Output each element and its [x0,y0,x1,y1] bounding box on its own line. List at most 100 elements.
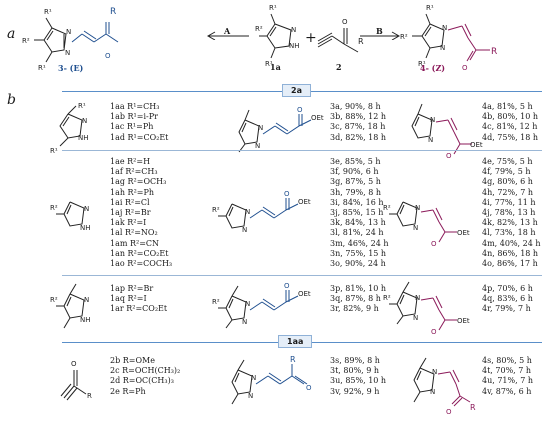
sec3-substrate-structure: R² N NH [50,283,91,329]
atom-o: O [431,240,437,248]
atom-n: N [430,116,435,124]
atom-oet: OEt [311,114,324,122]
z-yield-entry: 4h, 72%, 7 h [482,187,533,197]
substrate-entry: 2b R=OMe [110,356,155,365]
atom-r: R [470,403,476,412]
atom-n: N [245,300,250,308]
reagent-2-label: 2 [336,62,342,72]
atom-n: N [255,142,260,150]
left-product-label: 3- (E) [58,63,84,73]
atom-r: R [358,37,364,46]
e-yield-entry: 3e, 85%, 5 h [330,157,381,166]
sec4-substrates: 2b R=OMe 2c R=OCH(CH₃)₂ 2d R=OC(CH₃)₃ 2e… [110,356,180,397]
z-yield-entry: 4q, 83%, 6 h [482,294,533,304]
sec4-z-product-structure: N N O R [413,357,476,416]
e-yield-entry: 3h, 79%, 8 h [330,187,381,197]
atom-n: N [66,28,71,36]
atom-n: N [84,205,89,213]
atom-n: N [242,318,247,326]
atom-o: O [297,106,303,114]
z-yield-entry: 4i, 77%, 11 h [482,197,536,207]
atom-n: N [82,117,87,125]
z-yield-entry: 4t, 70%, 7 h [482,366,532,376]
e-yield-entry: 3a, 90%, 8 h [330,102,381,111]
e-yield-entry: 3n, 75%, 15 h [330,248,387,258]
atom-o: O [342,18,348,26]
substrate-entry: 1aq R²=I [110,294,147,304]
sec4-e-yields: 3s, 89%, 8 h 3t, 80%, 9 h 3u, 85%, 10 h … [330,356,386,397]
z-yield-entry: 4u, 71%, 7 h [482,376,533,386]
e-yield-entry: 3s, 89%, 8 h [330,356,380,365]
atom-n: N [258,124,263,132]
z-yield-entry: 4f, 79%, 5 h [482,167,531,177]
atom-nh: NH [80,316,91,324]
atom-oet: OEt [298,198,311,206]
atom-n: N [442,24,447,32]
z-yield-entry: 4d, 75%, 18 h [482,132,539,142]
sec2-e-product-structure: R² N N O OEt [212,190,311,234]
atom-n: N [251,374,256,382]
substrate-entry: 1ac R¹=Ph [110,122,154,132]
atom-r2: R² [50,296,58,304]
substrate-entry: 1am R²=CN [110,238,160,248]
sec1-substrate-structure: R¹ N NH R¹ [50,102,89,155]
e-yield-entry: 3i, 84%, 16 h [330,197,384,207]
substrate-entry: 2c R=OCH(CH₃)₂ [110,366,181,376]
e-yield-entry: 3v, 92%, 9 h [330,386,380,396]
substrate-entry: 2e R=Ph [110,386,146,396]
sec1-e-yields: 3a, 90%, 8 h 3b, 88%, 12 h 3c, 87%, 18 h… [330,102,386,143]
atom-r2: R² [383,294,391,302]
substrate-entry: 1ak R²=I [110,218,147,228]
scheme-a-right-product: R¹ R² R¹ N N O R [400,4,497,72]
e-yield-entry: 3q, 87%, 8 h [330,294,381,304]
e-yield-entry: 3k, 84%, 13 h [330,218,386,228]
atom-r2: R² [50,204,58,212]
sec4-substrate-structure: O R [60,360,92,401]
substrate-entry: 1ar R²=CO₂Et [110,304,168,314]
sec1-e-product-structure: N N O OEt [238,106,324,153]
e-yield-entry: 3d, 82%, 18 h [330,132,387,142]
z-yield-entry: 4e, 75%, 5 h [482,157,533,166]
e-yield-entry: 3j, 85%, 15 h [330,208,384,218]
z-yield-entry: 4c, 81%, 12 h [482,122,538,132]
scheme-a-left-product: R¹ R² R¹ N N O R [22,7,119,72]
e-yield-entry: 3t, 80%, 9 h [330,366,380,376]
atom-r: R [491,47,497,57]
atom-n: N [248,392,253,400]
atom-oet: OEt [470,141,483,149]
atom-r2: R² [255,25,263,33]
e-yield-entry: 3u, 85%, 10 h [330,376,387,386]
atom-r: R [290,355,296,364]
sec1-z-product-structure: N N O OEt [411,103,483,158]
atom-oet: OEt [298,290,311,298]
arrow-left-label: A [224,26,231,36]
atom-n: N [413,314,418,322]
reagent-2: O R [317,18,364,53]
tag-2a: 2a [282,84,311,97]
atom-r1: R¹ [269,4,277,12]
e-yield-entry: 3r, 82%, 9 h [330,304,379,314]
atom-o: O [462,64,468,72]
sec2-substrates: 1ae R²=H 1af R²=CH₃ 1ag R²=OCH₃ 1ah R²=P… [110,157,172,269]
plus-sign: + [305,30,317,46]
atom-o: O [284,282,290,290]
atom-n: N [84,296,89,304]
e-yield-entry: 3b, 88%, 12 h [330,112,387,122]
z-yield-entry: 4g, 80%, 6 h [482,177,533,187]
atom-r2: R² [22,37,30,45]
atom-nh: NH [289,42,300,50]
atom-n: N [242,226,247,234]
label-b: b [7,92,16,108]
z-yield-entry: 4k, 82%, 13 h [482,218,538,228]
substrate-entry: 1ag R²=OCH₃ [110,177,167,187]
reagent-1a: R¹ R² R¹ N NH [255,4,300,68]
substrate-entry: 1ao R²=COCH₃ [110,259,173,269]
atom-r1: R¹ [38,64,46,72]
z-yield-entry: 4r, 79%, 7 h [482,304,531,314]
z-yield-entry: 4s, 80%, 5 h [482,356,532,365]
tag-1aa: 1aa [278,335,313,348]
atom-r1: R¹ [78,102,86,110]
atom-r: R [110,7,116,17]
substrate-entry: 1ab R¹=i-Pr [110,112,158,122]
sec1-z-yields: 4a, 81%, 5 h 4b, 80%, 10 h 4c, 81%, 12 h… [482,102,538,143]
